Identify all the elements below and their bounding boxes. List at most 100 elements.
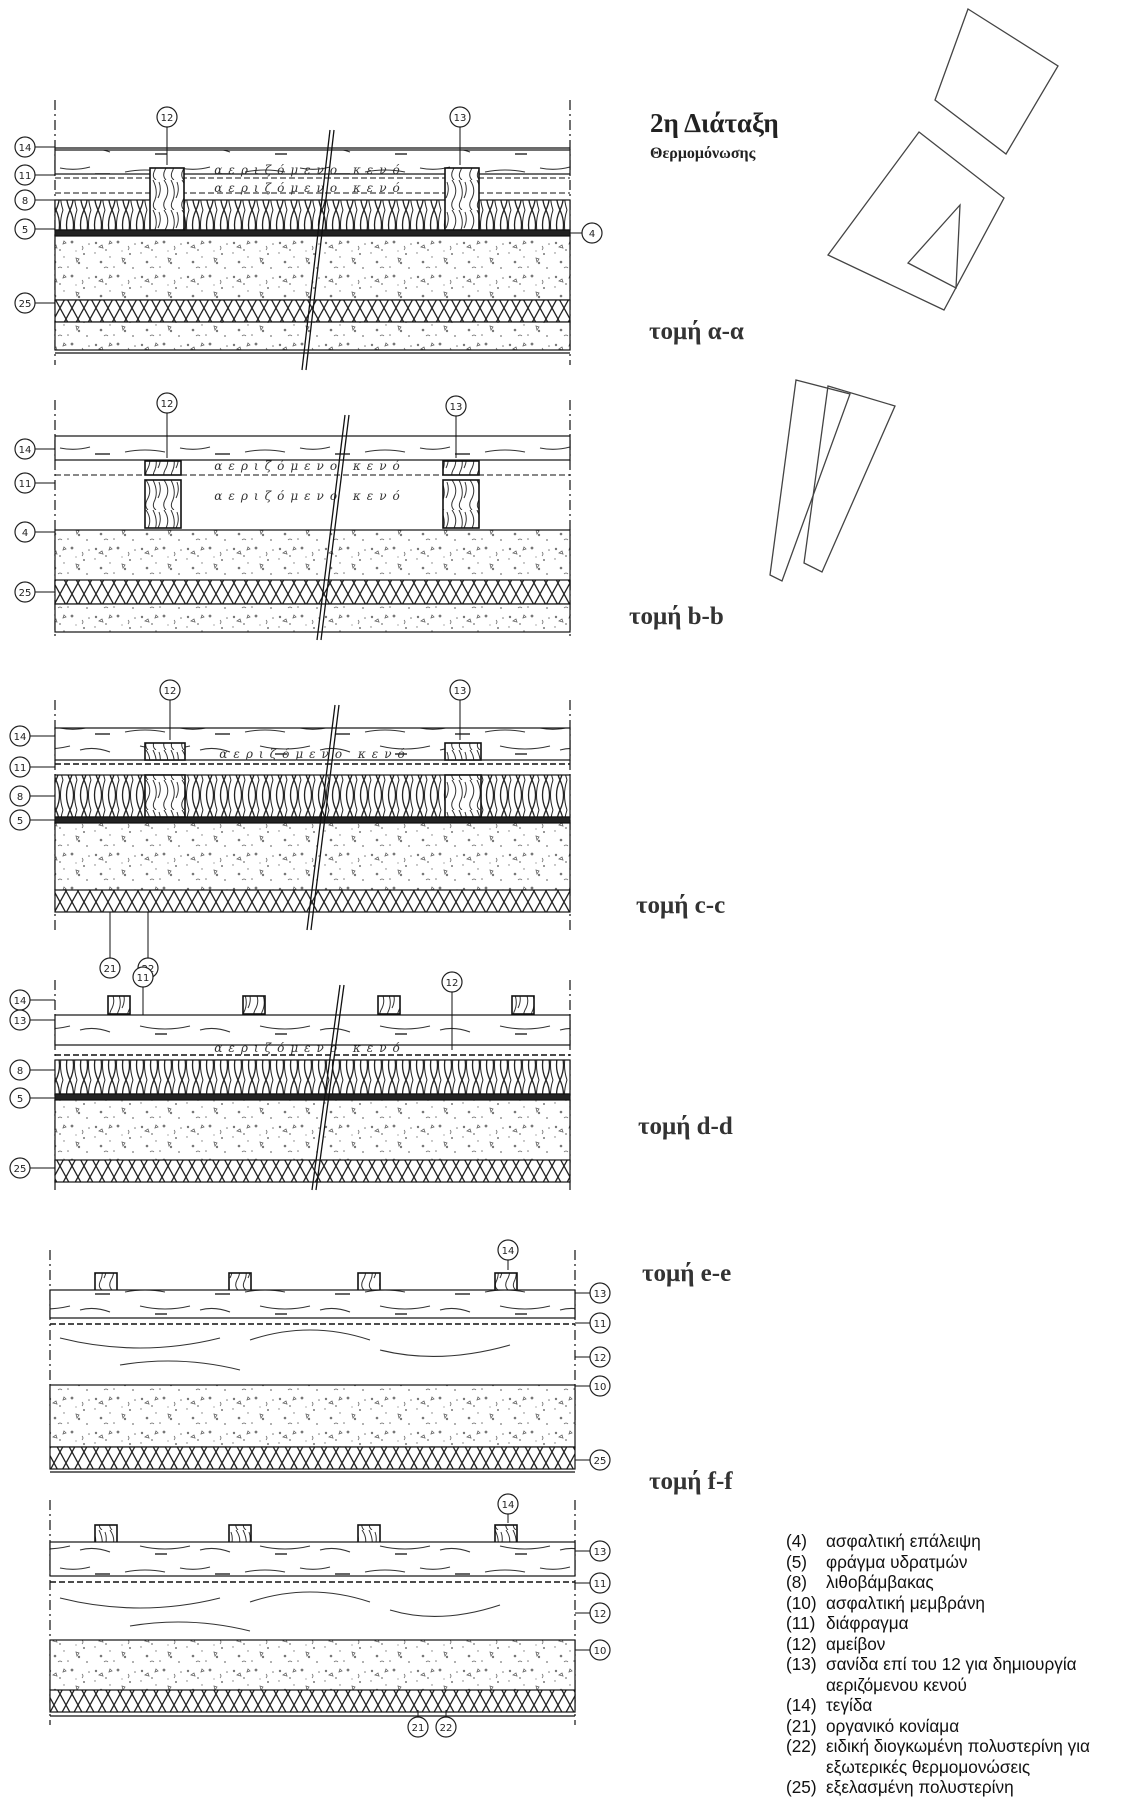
break-line (306, 704, 336, 931)
timber-block (511, 995, 535, 1015)
callout-number: 21 (104, 964, 117, 975)
diagram-subtitle: Θερμομόνωσης (650, 145, 756, 162)
timber-block (228, 1524, 252, 1544)
timber-block (242, 995, 266, 1015)
callout-number: 25 (19, 588, 32, 599)
tiles-layer (54, 1014, 571, 1046)
callout-number: 5 (17, 1094, 23, 1105)
legend-number: (21) (786, 1715, 817, 1736)
logo-icon (769, 8, 1059, 582)
callout-number: 13 (454, 113, 467, 124)
legend-item: (4) ασφαλτική επάλειψη (786, 1531, 1140, 1552)
timber-block (357, 1272, 381, 1292)
legend-text: φράγμα υδρατμών (826, 1551, 968, 1572)
callout-number: 4 (589, 229, 595, 240)
legend-text: οργανικό κονίαμα (826, 1715, 960, 1736)
legend-item: (13) σανίδα επί του 12 για δημιουργία αερ… (786, 1654, 1140, 1695)
section-e: 14 13 11 12 10 25 (49, 1239, 611, 1473)
callout-number: 12 (594, 1609, 607, 1620)
timber-block (107, 995, 131, 1015)
layer-hatch (59, 1591, 501, 1632)
legend-text: τεγίδα (826, 1695, 873, 1715)
tiles-layer (49, 1541, 576, 1577)
callout-number: 25 (14, 1164, 27, 1175)
timber-block (494, 1524, 518, 1544)
insulation-layer (54, 199, 571, 231)
break-line (316, 414, 346, 641)
diagram-title: 2η Διάταξη (650, 108, 779, 138)
callout-number: 14 (502, 1500, 515, 1511)
timber-block (144, 774, 186, 818)
timber-block (149, 167, 185, 231)
xps-layer (54, 889, 571, 913)
callout-number: 11 (14, 763, 27, 774)
callout-number: 13 (594, 1289, 607, 1300)
callout-number: 13 (14, 1016, 27, 1027)
callout-number: 11 (19, 479, 32, 490)
callout-number: 14 (14, 996, 27, 1007)
section-label-b: τομή b-b (629, 603, 724, 630)
timber-block (444, 742, 482, 761)
callout-number: 12 (161, 113, 174, 124)
callout-number: 13 (594, 1547, 607, 1558)
legend-number: (4) (786, 1531, 808, 1551)
insulation-layer (54, 1059, 571, 1095)
break-line (311, 984, 341, 1191)
legend-number: (13) (786, 1654, 817, 1674)
legend-number: (8) (786, 1572, 808, 1592)
break-line (315, 984, 345, 1191)
legend-item: (8)λιθοβάμβακας (786, 1572, 1140, 1593)
timber-block (494, 1272, 518, 1292)
legend-number: (25) (786, 1777, 817, 1797)
callout-number: 10 (594, 1382, 607, 1393)
break-line (301, 129, 331, 371)
callout-number: 10 (594, 1646, 607, 1657)
legend-text: ασφαλτική επάλειψη (826, 1531, 981, 1551)
layer-hatch (59, 1329, 511, 1371)
tiles-layer (54, 727, 571, 761)
legend-text: σανίδα επί του 12 για δημιουργία αεριζόμ… (826, 1654, 1077, 1695)
timber-block (377, 995, 401, 1015)
legend: (4)ασφαλτική επάλειψη(5)φράγμα υδρατμών(… (786, 1531, 1140, 1798)
callout-number: 12 (594, 1353, 607, 1364)
callout-number: 13 (450, 402, 463, 413)
legend-item: (14)τεγίδα (786, 1695, 1140, 1716)
callout-number: 14 (19, 143, 32, 154)
legend-number: (22) (786, 1736, 817, 1756)
legend-number: (10) (786, 1592, 817, 1613)
timber-block (444, 167, 480, 231)
timber-block (144, 460, 182, 476)
timber-block (94, 1272, 118, 1292)
callout-number: 11 (594, 1319, 607, 1330)
callout-number: 25 (594, 1456, 607, 1467)
callout-number: 12 (446, 978, 459, 989)
callout-number: 13 (454, 686, 467, 697)
legend-item: (12)αμείβον (786, 1634, 1140, 1655)
vapour-barrier (54, 1093, 571, 1101)
callout-number: 14 (14, 732, 27, 743)
section-label-e: τομή e-e (642, 1260, 732, 1287)
legend-text: ασφαλτική μεμβράνη (826, 1592, 985, 1613)
legend-text: αμείβον (826, 1633, 886, 1654)
legend-item: (11)διάφραγμα (786, 1613, 1140, 1634)
timber-block (357, 1524, 381, 1544)
layer-text: αεριζόμενο κενό (214, 163, 405, 177)
section-label-c: τομή c-c (636, 892, 726, 919)
layer-text: αεριζόμενο κενό (214, 459, 405, 473)
legend-item: (22) ειδική διογκωμένη πολυστερίνη για εξ… (786, 1736, 1140, 1777)
callout-number: 11 (594, 1579, 607, 1590)
xps-layer (49, 1689, 576, 1713)
xps-layer (49, 1446, 576, 1470)
timber-block (144, 742, 186, 761)
timber-block (94, 1524, 118, 1544)
timber-block (228, 1272, 252, 1292)
callout-number: 14 (502, 1246, 515, 1257)
break-line (310, 704, 340, 931)
vapour-barrier (54, 816, 571, 824)
legend-text: ειδική διογκωμένη πολυστερίνη για εξωτερ… (826, 1736, 1090, 1777)
concrete-layer (54, 235, 571, 301)
timber-block (144, 479, 182, 529)
